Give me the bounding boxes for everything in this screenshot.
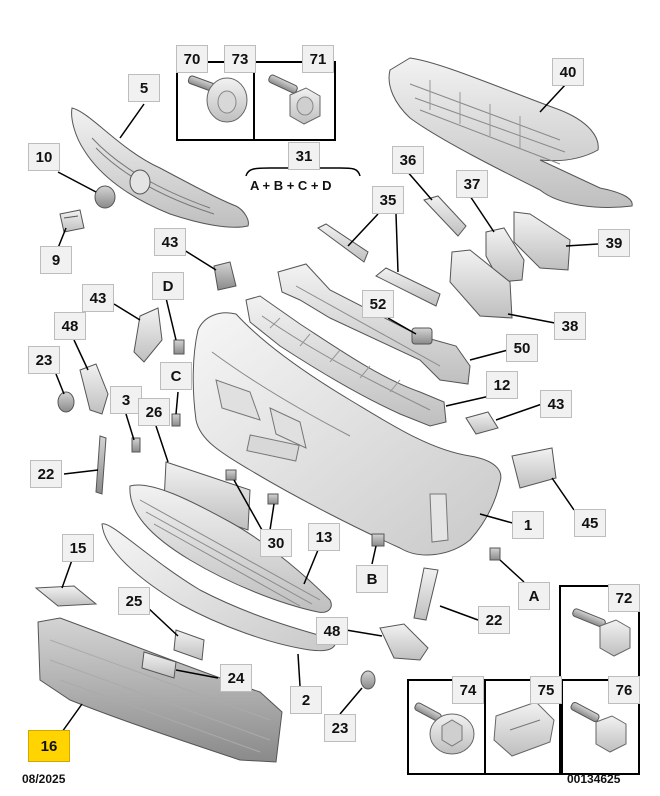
sensor-23-left <box>57 391 75 413</box>
bracket-43-mid <box>133 307 163 363</box>
sensor-23-right <box>360 670 376 690</box>
callout-38: 38 <box>554 312 586 340</box>
callout-B: B <box>356 565 388 593</box>
bracket-48-left <box>79 363 109 415</box>
bracket-37 <box>485 227 525 283</box>
emblem-clip-9 <box>59 209 85 233</box>
lower-beam-12 <box>245 295 447 427</box>
callout-25: 25 <box>118 587 150 615</box>
bracket-25 <box>173 629 205 661</box>
callout-45: 45 <box>574 509 606 537</box>
callout-43-left: 43 <box>82 284 114 312</box>
callout-22-right: 22 <box>478 606 510 634</box>
bolt-74 <box>414 702 475 755</box>
clip-A <box>489 547 501 561</box>
callout-16-highlighted[interactable]: 16 <box>28 730 70 762</box>
callout-74: 74 <box>452 676 484 704</box>
callout-40: 40 <box>552 58 584 86</box>
bracket-24 <box>141 651 177 679</box>
callout-37: 37 <box>456 170 488 198</box>
screw-70 <box>187 75 248 123</box>
callout-72: 72 <box>608 584 640 612</box>
clip-D <box>173 339 185 355</box>
callout-26: 26 <box>138 398 170 426</box>
callout-43-right: 43 <box>540 390 572 418</box>
callout-48-left: 48 <box>54 312 86 340</box>
bracket-15 <box>34 585 98 607</box>
callout-75: 75 <box>530 676 562 704</box>
bracket-48-right <box>379 623 429 661</box>
bracket-43-left <box>213 261 237 291</box>
leader-lines <box>55 83 599 733</box>
callout-30: 30 <box>260 529 292 557</box>
callout-24: 24 <box>220 664 252 692</box>
screw-71 <box>268 74 321 125</box>
callout-10: 10 <box>28 143 60 171</box>
clip-B <box>371 533 385 547</box>
callout-22-left: 22 <box>30 460 62 488</box>
strip-35 <box>317 223 441 307</box>
assembly-formula: A + B + C + D <box>250 178 332 193</box>
clip-52 <box>411 327 433 345</box>
absorber-50 <box>277 263 471 385</box>
bolt-72 <box>572 608 631 657</box>
upper-crossmember-40 <box>388 57 633 208</box>
bracket-45 <box>511 447 557 489</box>
strip-22-right <box>413 567 439 621</box>
plate-26 <box>163 461 251 531</box>
callout-1: 1 <box>512 511 544 539</box>
clip-30 <box>225 469 279 505</box>
bracket-43-right <box>465 411 499 435</box>
callout-23-right: 23 <box>324 714 356 742</box>
bracket-36 <box>423 195 467 237</box>
clip-C <box>171 413 181 427</box>
callout-52: 52 <box>362 290 394 318</box>
callout-5: 5 <box>128 74 160 102</box>
callout-39: 39 <box>598 229 630 257</box>
lower-trim-2 <box>101 523 337 652</box>
footer-date: 08/2025 <box>22 772 66 786</box>
callout-35: 35 <box>372 186 404 214</box>
footer-reference: 00134625 <box>567 772 621 786</box>
callout-D: D <box>152 272 184 300</box>
callout-36: 36 <box>392 146 424 174</box>
front-bumper-1 <box>192 312 502 556</box>
callout-23-left: 23 <box>28 346 60 374</box>
callout-43-top: 43 <box>154 228 186 256</box>
strip-22-left <box>95 435 107 495</box>
bracket-39 <box>513 211 571 271</box>
bracket-38 <box>449 249 513 319</box>
bolt-76 <box>570 701 627 753</box>
fastener-box-top <box>176 61 336 141</box>
callout-15: 15 <box>62 534 94 562</box>
callout-73: 73 <box>224 45 256 73</box>
callout-3: 3 <box>110 386 142 414</box>
callout-A: A <box>518 582 550 610</box>
undershield-16 <box>37 617 283 763</box>
callout-C: C <box>160 362 192 390</box>
callout-71: 71 <box>302 45 334 73</box>
upper-grille-5 <box>71 107 249 228</box>
callout-13: 13 <box>308 523 340 551</box>
emblem-10 <box>94 185 116 209</box>
callout-50: 50 <box>506 334 538 362</box>
callout-76: 76 <box>608 676 640 704</box>
lower-grille-13 <box>129 484 332 613</box>
callout-2: 2 <box>290 686 322 714</box>
callout-48-right: 48 <box>316 617 348 645</box>
callout-70: 70 <box>176 45 208 73</box>
clip-nut-75 <box>493 701 555 757</box>
callout-9: 9 <box>40 246 72 274</box>
callout-12: 12 <box>486 371 518 399</box>
callout-31: 31 <box>288 142 320 170</box>
clip-3 <box>131 437 141 453</box>
